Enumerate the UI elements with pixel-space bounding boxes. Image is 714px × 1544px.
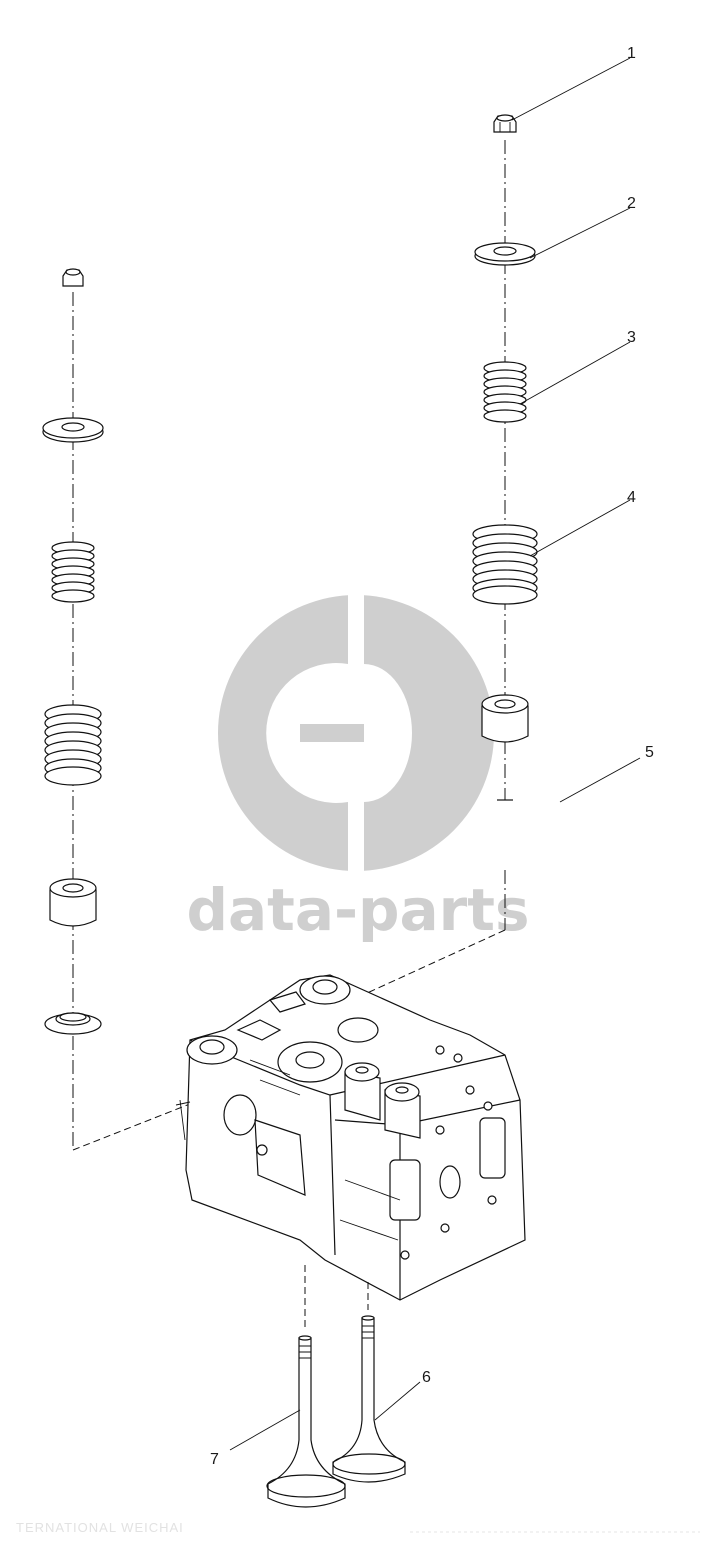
left-spring-seat-washer: [44, 1012, 102, 1035]
left-valve-cotter: [62, 268, 84, 287]
valve-stem-seal: [481, 694, 529, 743]
exhaust-valve-6: [332, 1315, 406, 1483]
left-inner-spring: [51, 541, 95, 603]
left-stem-seal: [49, 878, 97, 927]
spring-retainer-2: [474, 242, 536, 266]
data-parts-logo-icon: [218, 590, 494, 880]
callout-7: 7: [210, 1451, 219, 1468]
outer-valve-spring-4: [472, 524, 538, 605]
left-outer-spring: [44, 704, 102, 786]
watermark-brand-text: data-parts: [186, 876, 529, 944]
valve-cotter-1: [493, 114, 517, 133]
callout-1: 1: [627, 45, 636, 62]
valves: [266, 1265, 406, 1508]
footer-watermark-text: TERNATIONAL WEICHAI: [16, 1520, 184, 1535]
callout-5: 5: [645, 744, 654, 761]
callout-6: 6: [422, 1369, 431, 1386]
left-valve-stack: [42, 268, 201, 1151]
watermark: data-parts: [186, 590, 530, 944]
callouts: 1 2 3 4 5 6 7: [210, 45, 654, 1468]
inner-valve-spring-3: [483, 361, 527, 423]
cylinder-head: [175, 929, 526, 1301]
callout-4: 4: [627, 489, 636, 506]
callout-3: 3: [627, 329, 636, 346]
callout-2: 2: [627, 195, 636, 212]
right-valve-stack: [472, 114, 538, 930]
left-spring-retainer: [42, 417, 104, 443]
intake-valve-7: [266, 1335, 346, 1508]
